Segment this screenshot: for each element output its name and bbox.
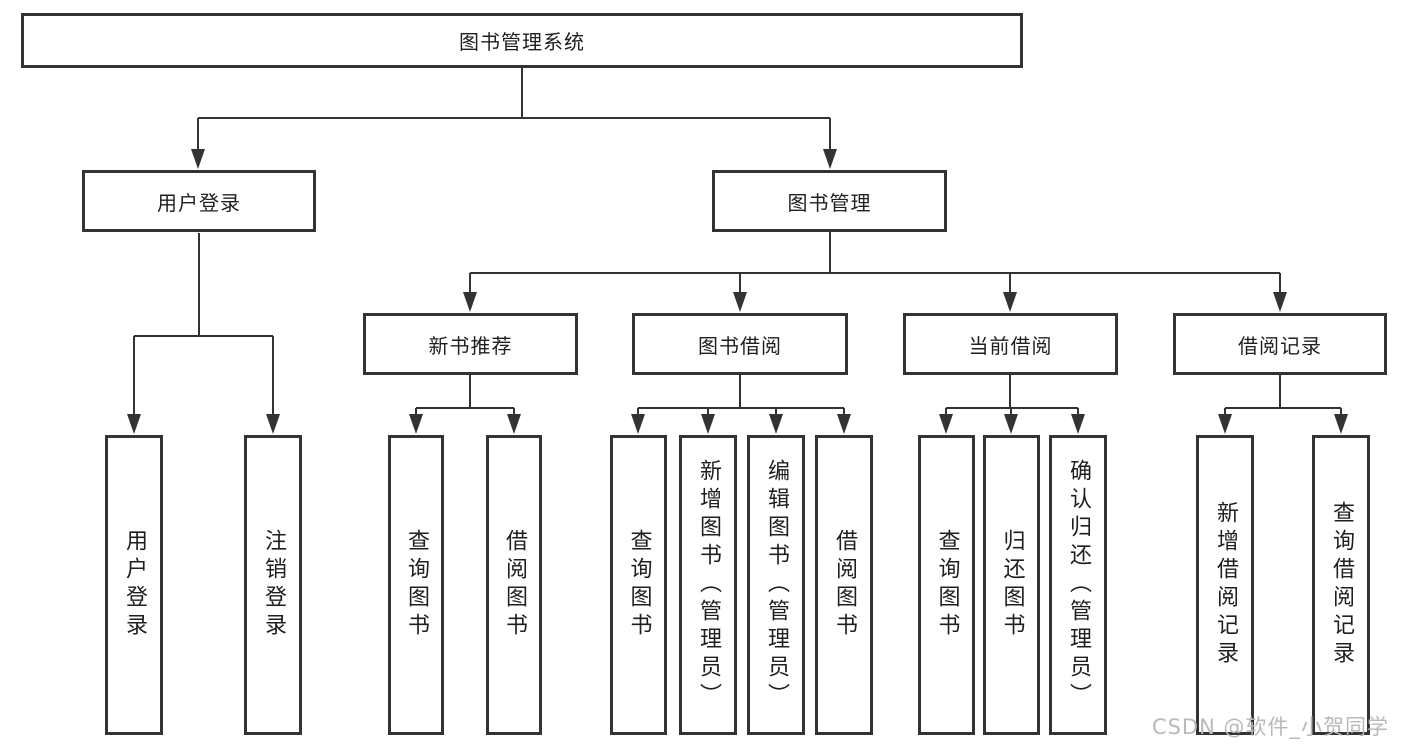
node-book-mgmt: 图书管理: [712, 170, 947, 232]
leaf-query-books-current-label: 查询图书: [934, 529, 960, 641]
leaf-logout-label: 注销登录: [261, 529, 286, 641]
leaf-confirm-return-admin: 确认归还（管理员）: [1049, 435, 1107, 735]
leaf-edit-books-admin-label: 编辑图书（管理员）: [764, 459, 789, 711]
node-new-book-rec-label: 新书推荐: [428, 333, 513, 358]
node-root-label: 图书管理系统: [459, 30, 585, 54]
node-new-book-rec: 新书推荐: [363, 313, 578, 375]
leaf-borrow-books-rec-label: 借阅图书: [502, 529, 527, 641]
node-current-borrow: 当前借阅: [903, 313, 1118, 375]
node-borrow-records: 借阅记录: [1173, 313, 1387, 375]
leaf-query-books-borrow: 查询图书: [610, 435, 667, 735]
node-book-borrow: 图书借阅: [632, 313, 848, 375]
leaf-add-borrow-record: 新增借阅记录: [1196, 435, 1254, 735]
node-user-login-label: 用户登录: [157, 190, 241, 215]
leaf-query-books-rec-label: 查询图书: [404, 529, 429, 641]
leaf-borrow-books-label: 借阅图书: [832, 529, 857, 641]
leaf-add-borrow-record-label: 新增借阅记录: [1213, 501, 1238, 669]
leaf-return-books: 归还图书: [983, 435, 1040, 735]
leaf-query-books-current: 查询图书: [918, 435, 975, 735]
leaf-return-books-label: 归还图书: [999, 529, 1025, 641]
node-book-mgmt-label: 图书管理: [787, 190, 872, 215]
leaf-query-borrow-record: 查询借阅记录: [1312, 435, 1370, 735]
leaf-user-login-label: 用户登录: [122, 529, 147, 641]
node-borrow-records-label: 借阅记录: [1238, 333, 1322, 358]
node-current-borrow-label: 当前借阅: [968, 333, 1053, 358]
leaf-add-books-admin-label: 新增图书（管理员）: [696, 459, 721, 711]
arrowheads: [127, 149, 1348, 434]
leaf-edit-books-admin: 编辑图书（管理员）: [747, 435, 805, 735]
leaf-query-books-borrow-label: 查询图书: [626, 529, 652, 641]
leaf-borrow-books: 借阅图书: [815, 435, 873, 735]
leaf-query-books-rec: 查询图书: [388, 435, 444, 735]
node-book-borrow-label: 图书借阅: [698, 333, 782, 358]
leaf-query-borrow-record-label: 查询借阅记录: [1329, 501, 1354, 669]
node-user-login: 用户登录: [82, 170, 316, 232]
node-root: 图书管理系统: [21, 13, 1023, 68]
csdn-watermark: CSDN @软件_小贺同学: [1151, 715, 1389, 739]
leaf-user-login: 用户登录: [105, 435, 163, 735]
leaf-confirm-return-admin-label: 确认归还（管理员）: [1066, 459, 1091, 711]
leaf-add-books-admin: 新增图书（管理员）: [679, 435, 737, 735]
leaf-borrow-books-rec: 借阅图书: [486, 435, 542, 735]
leaf-logout: 注销登录: [244, 435, 302, 735]
